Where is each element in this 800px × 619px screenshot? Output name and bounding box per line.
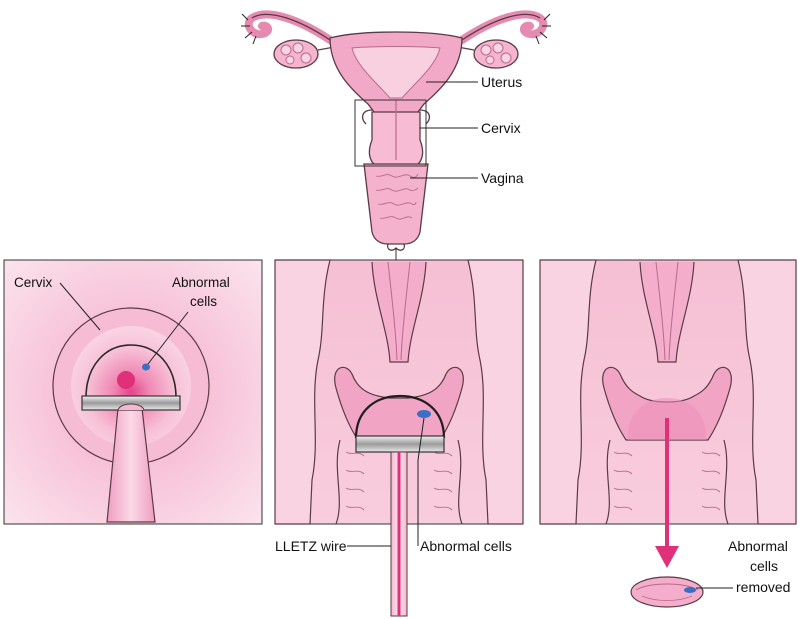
vagina-canal [363, 163, 429, 245]
label-lletz-wire: LLETZ wire [275, 538, 347, 554]
label-abnormal-2: Abnormal cells [420, 538, 512, 554]
panel-after-removal [539, 259, 797, 548]
removal-arrow-head [655, 546, 679, 568]
label-cervix-panel: Cervix [14, 275, 53, 290]
zoom-box [354, 99, 427, 167]
top-labels: Uterus Cervix Vagina [410, 74, 524, 186]
label-vagina: Vagina [481, 170, 524, 186]
label-removed-a: Abnormal [728, 538, 788, 554]
abnormal-cells-spot-3 [684, 587, 696, 593]
lletz-wire [390, 451, 408, 617]
label-abnormal-1b: cells [190, 294, 217, 309]
label-cervix-top: Cervix [481, 120, 521, 136]
label-removed-b: cells [750, 558, 778, 574]
abnormal-cells-spot-1 [142, 363, 150, 371]
abnormal-cells-spot-2 [417, 410, 431, 418]
panel-cervix-face: Cervix Abnormal cells [3, 259, 263, 525]
removed-tissue [630, 576, 704, 608]
label-uterus: Uterus [481, 74, 522, 90]
panel-lletz-procedure [274, 259, 524, 525]
label-removed-c: removed [736, 579, 790, 595]
label-abnormal-1a: Abnormal [172, 275, 230, 290]
lletz-bar [355, 435, 445, 453]
uterus-anatomy [241, 10, 551, 262]
